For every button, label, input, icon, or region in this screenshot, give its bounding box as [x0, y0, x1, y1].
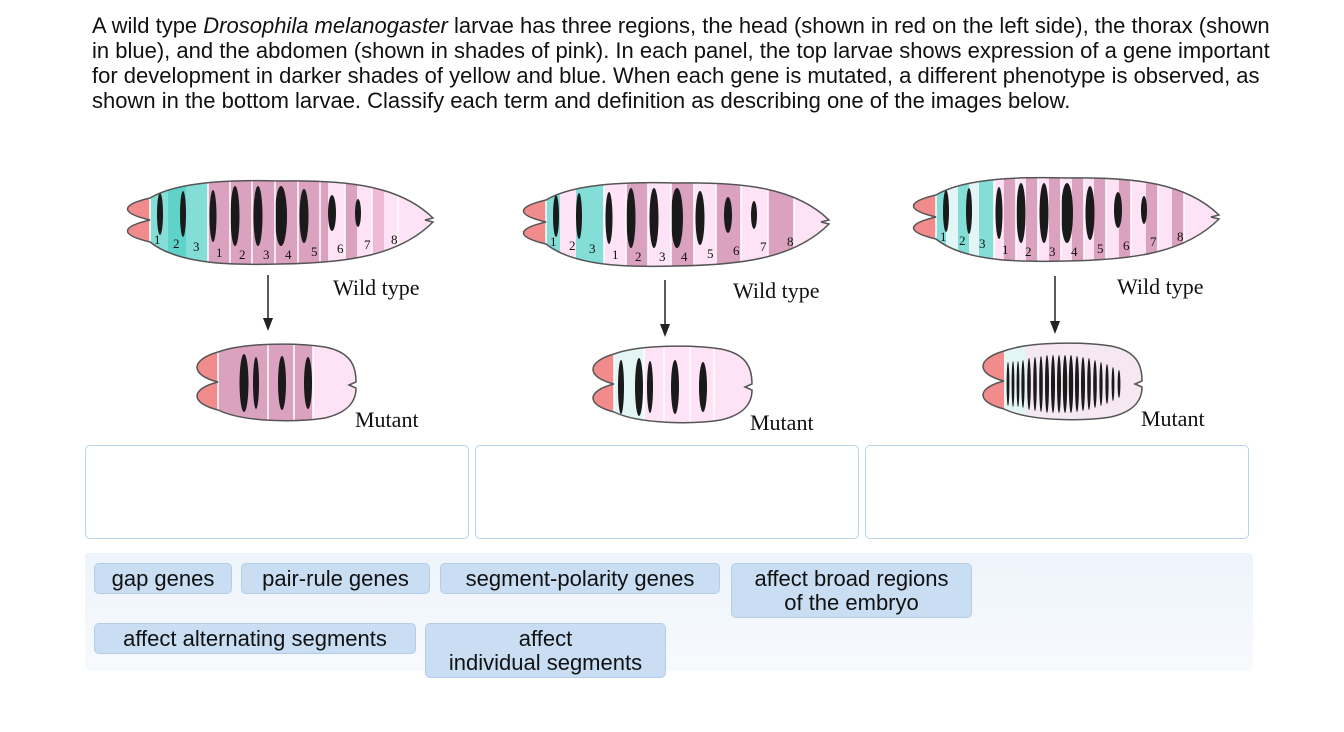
panel-3: 1 2 3 1 2 3 4 5 6 7 8 Wild type: [912, 176, 1220, 431]
drop-zone-panel-3[interactable]: [865, 445, 1249, 539]
abdominal-number: 2: [239, 247, 246, 262]
abdominal-number: 3: [1049, 244, 1056, 259]
mutant-larva-3: [983, 343, 1142, 420]
chip-line: affect broad regions: [754, 566, 949, 591]
thoracic-number: 1: [940, 229, 947, 244]
thoracic-number: 3: [589, 241, 596, 256]
abdominal-number: 6: [1123, 238, 1130, 253]
thoracic-number: 3: [979, 236, 986, 251]
abdominal-number: 6: [733, 243, 740, 258]
abdominal-number: 2: [635, 249, 642, 264]
chip-affect-broad-regions[interactable]: affect broad regions of the embryo: [731, 563, 972, 618]
wild-type-larva-2: [523, 182, 829, 267]
thoracic-number: 1: [154, 232, 161, 247]
thoracic-number: 2: [959, 233, 966, 248]
chip-affect-individual-segments[interactable]: affect individual segments: [425, 623, 666, 678]
abdominal-number: 6: [337, 241, 344, 256]
drop-zone-panel-1[interactable]: [85, 445, 469, 539]
chip-line: of the embryo: [784, 590, 919, 615]
abdominal-number: 8: [391, 232, 398, 247]
abdominal-number: 4: [285, 247, 292, 262]
abdominal-number: 8: [1177, 229, 1184, 244]
abdominal-number: 1: [216, 245, 223, 260]
abdominal-number: 3: [659, 249, 666, 264]
thoracic-number: 2: [569, 238, 576, 253]
abdominal-number: 7: [760, 239, 767, 254]
abdominal-number: 1: [1002, 242, 1009, 257]
wild-type-label: Wild type: [733, 278, 820, 303]
chip-line: affect: [518, 626, 573, 651]
abdominal-number: 4: [681, 249, 688, 264]
arrow: [1050, 276, 1060, 334]
thoracic-number: 2: [173, 236, 180, 251]
mutant-label: Mutant: [355, 407, 419, 432]
chip-segment-polarity-genes[interactable]: segment-polarity genes: [440, 563, 720, 594]
abdominal-number: 4: [1071, 244, 1078, 259]
panel-1: 1 2 3 1 2 3 4 5 6 7 8 Wild type: [126, 179, 434, 432]
arrow: [263, 275, 273, 331]
mutant-label: Mutant: [750, 410, 814, 435]
abdominal-number: 5: [1097, 241, 1104, 256]
chip-line: individual segments: [448, 650, 643, 675]
abdominal-number: 8: [787, 234, 794, 249]
abdominal-number: 5: [311, 244, 318, 259]
chip-affect-alternating-segments[interactable]: affect alternating segments: [94, 623, 416, 654]
abdominal-number: 7: [364, 237, 371, 252]
mutant-larva-1: [197, 344, 356, 421]
arrow: [660, 280, 670, 337]
question-text: A wild type Drosophila melanogaster larv…: [92, 13, 1270, 113]
abdominal-number: 2: [1025, 244, 1032, 259]
chip-pair-rule-genes[interactable]: pair-rule genes: [241, 563, 430, 594]
abdominal-number: 3: [263, 247, 270, 262]
mutant-larva-2: [593, 346, 752, 423]
thoracic-number: 1: [550, 234, 557, 249]
abdominal-number: 5: [707, 246, 714, 261]
panel-2: 1 2 3 1 2 3 4 5 6 7 8 Wild type: [522, 181, 830, 435]
wild-type-label: Wild type: [1117, 274, 1204, 299]
wild-type-label: Wild type: [333, 275, 420, 300]
drop-zone-panel-2[interactable]: [475, 445, 859, 539]
wild-type-larva-3: [913, 177, 1219, 262]
mutant-label: Mutant: [1141, 406, 1205, 431]
wild-type-larva-1: [127, 180, 433, 265]
chip-gap-genes[interactable]: gap genes: [94, 563, 232, 594]
abdominal-number: 1: [612, 247, 619, 262]
thoracic-number: 3: [193, 239, 200, 254]
larvae-figure: 1 2 3 1 2 3 4 5 6 7 8 Wild type: [126, 176, 1220, 435]
abdominal-number: 7: [1150, 234, 1157, 249]
